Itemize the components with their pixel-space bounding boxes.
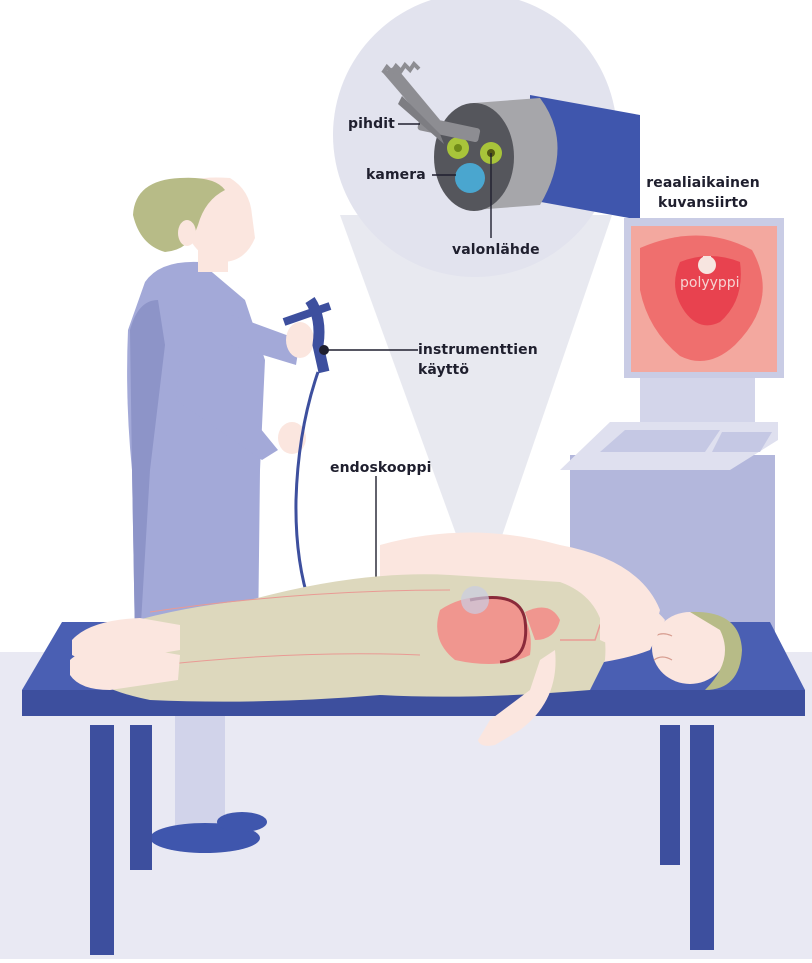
label-instrument: instrumenttien käyttö bbox=[418, 340, 538, 380]
label-pihdit: pihdit bbox=[348, 114, 395, 134]
label-valonlahde: valonlähde bbox=[452, 240, 540, 260]
label-realtime: reaaliaikainen kuvansiirto bbox=[640, 173, 766, 213]
label-instrument-line2: käyttö bbox=[418, 360, 538, 380]
label-realtime-line1: reaaliaikainen bbox=[640, 173, 766, 193]
label-instrument-line1: instrumenttien bbox=[418, 340, 538, 360]
camera-lens bbox=[455, 163, 485, 193]
label-kamera: kamera bbox=[366, 165, 426, 185]
label-polyyppi: polyyppi bbox=[680, 275, 740, 291]
label-realtime-line2: kuvansiirto bbox=[640, 193, 766, 213]
label-endoskooppi: endoskooppi bbox=[330, 458, 432, 478]
